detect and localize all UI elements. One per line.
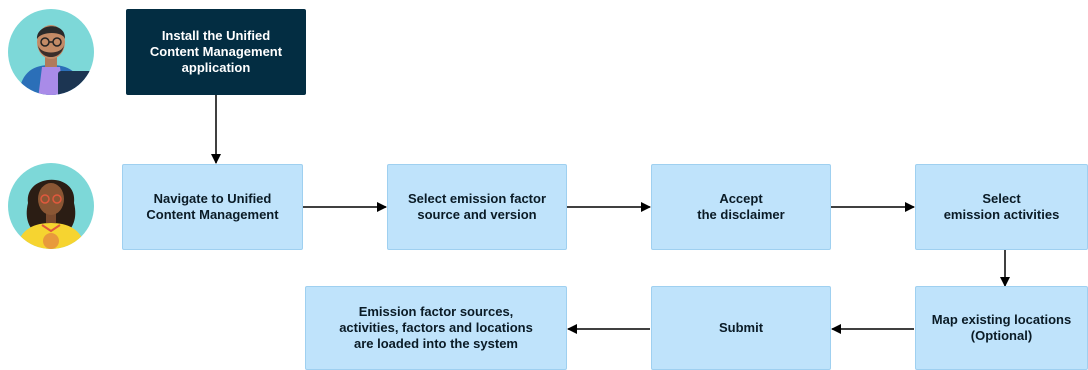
step-submit-label: Submit bbox=[718, 320, 764, 335]
step-select-activities: Select emission activities bbox=[915, 164, 1088, 250]
step-accept-disclaimer-label: Accept the disclaimer bbox=[697, 191, 785, 222]
step-select-source: Select emission factor source and versio… bbox=[387, 164, 567, 250]
step-map-locations-label: Map existing locations (Optional) bbox=[931, 312, 1072, 343]
step-navigate: Navigate to Unified Content Management bbox=[122, 164, 303, 250]
step-map-locations: Map existing locations (Optional) bbox=[915, 286, 1088, 370]
step-data-loaded-label: Emission factor sources, activities, fac… bbox=[339, 304, 533, 351]
user-avatar-icon bbox=[8, 163, 94, 249]
admin-avatar-icon bbox=[8, 9, 94, 95]
step-install-app-label: Install the Unified Content Management a… bbox=[149, 28, 283, 75]
step-accept-disclaimer: Accept the disclaimer bbox=[651, 164, 831, 250]
step-navigate-label: Navigate to Unified Content Management bbox=[146, 191, 279, 222]
step-data-loaded: Emission factor sources, activities, fac… bbox=[305, 286, 567, 370]
step-select-activities-label: Select emission activities bbox=[943, 191, 1060, 222]
step-submit: Submit bbox=[651, 286, 831, 370]
step-select-source-label: Select emission factor source and versio… bbox=[408, 191, 546, 222]
step-install-app: Install the Unified Content Management a… bbox=[126, 9, 306, 95]
